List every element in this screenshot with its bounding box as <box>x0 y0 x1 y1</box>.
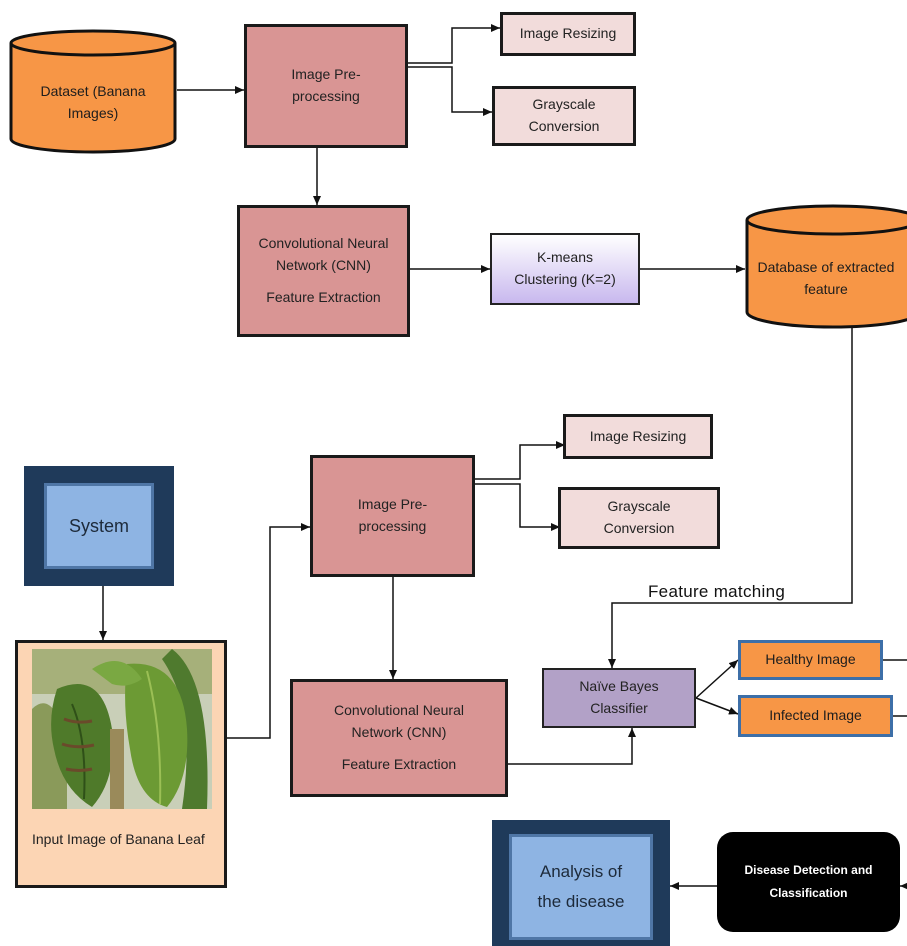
kmeans-label: K-means Clustering (K=2) <box>514 249 616 287</box>
arrow-preprocessing2-to-resizing <box>475 441 565 480</box>
arrow-preprocessing-to-grayscale <box>408 66 492 116</box>
arrow-database-to-classifier <box>608 328 853 668</box>
grayscale2-box: Grayscale Conversion <box>558 487 720 549</box>
arrow-cnn2-to-classifier <box>508 728 636 765</box>
cylinder-shape-db <box>745 204 907 329</box>
dataset-label: Dataset (Banana Images) <box>40 83 146 121</box>
analysis-box: Analysis of the disease <box>509 834 653 940</box>
cnn2-sub-label: Feature Extraction <box>341 755 457 772</box>
grayscale-label: Grayscale Conversion <box>528 96 600 134</box>
feature-matching-label: Feature matching <box>648 582 786 601</box>
cylinder-shape <box>9 29 177 154</box>
system-box: System <box>44 483 154 569</box>
classifier-label: Naïve Bayes Classifier <box>579 678 659 716</box>
banana-leaf-photo <box>32 649 212 809</box>
resizing2-box: Image Resizing <box>563 414 713 459</box>
classifier-box: Naïve Bayes Classifier <box>542 668 696 728</box>
arrow-input-to-preprocessing <box>227 523 310 739</box>
preprocessing-box: Image Pre-processing <box>244 24 408 148</box>
database-label: Database of extracted feature <box>757 259 895 297</box>
grayscale2-label: Grayscale Conversion <box>603 498 675 536</box>
dataset-cylinder: Dataset (Banana Images) <box>9 29 177 155</box>
cnn-box: Convolutional Neural Network (CNN) Featu… <box>237 205 410 337</box>
infected-box: Infected Image <box>738 695 893 737</box>
preprocessing2-box: Image Pre-processing <box>310 455 475 577</box>
healthy-box: Healthy Image <box>738 640 883 680</box>
input-image-label: Input Image of Banana Leaf <box>32 831 205 847</box>
kmeans-box: K-means Clustering (K=2) <box>490 233 640 305</box>
cnn-sub-label: Feature Extraction <box>266 288 381 305</box>
arrow-preprocessing-to-resizing <box>408 24 500 64</box>
detection-box: Disease Detection and Classification <box>717 832 900 932</box>
cnn2-label: Convolutional Neural Network (CNN) <box>334 702 464 741</box>
analysis-label: Analysis of the disease <box>537 862 625 911</box>
detection-label: Disease Detection and Classification <box>744 863 873 900</box>
resizing-label: Image Resizing <box>519 25 617 42</box>
healthy-label: Healthy Image <box>765 651 856 668</box>
analysis-frame: Analysis of the disease <box>492 820 670 946</box>
preprocessing-label: Image Pre-processing <box>291 66 361 104</box>
preprocessing2-label: Image Pre-processing <box>357 496 428 534</box>
arrow-classifier-to-healthy <box>695 659 739 699</box>
system-frame: System <box>24 466 174 586</box>
infected-label: Infected Image <box>769 707 862 724</box>
arrow-preprocessing2-to-grayscale <box>475 483 560 531</box>
resizing2-label: Image Resizing <box>589 427 687 444</box>
grayscale-box: Grayscale Conversion <box>492 86 636 146</box>
cnn2-box: Convolutional Neural Network (CNN) Featu… <box>290 679 508 797</box>
database-cylinder: Database of extracted feature <box>745 204 907 330</box>
resizing-box: Image Resizing <box>500 12 636 56</box>
system-label: System <box>68 515 129 536</box>
arrow-classifier-to-infected <box>695 697 739 715</box>
cnn-label: Convolutional Neural Network (CNN) <box>258 235 389 274</box>
input-image-card: Input Image of Banana Leaf <box>15 640 227 888</box>
